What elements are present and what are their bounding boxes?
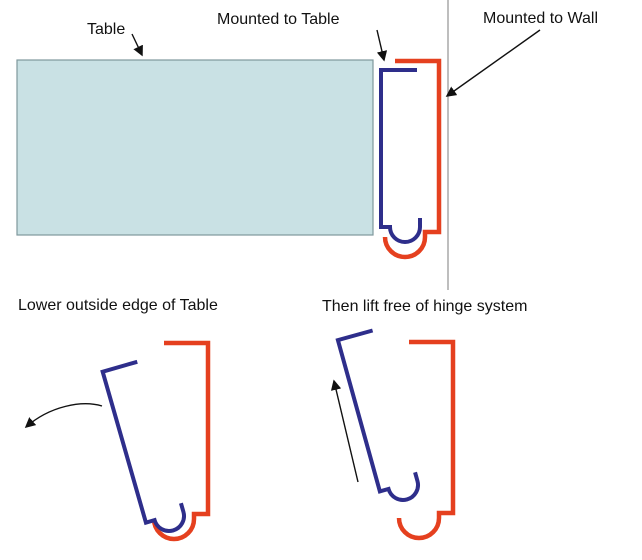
mounted-to-wall-label: Mounted to Wall <box>483 10 599 27</box>
mounted-to-table-label: Mounted to Table <box>217 11 340 28</box>
table-label: Table <box>87 21 126 38</box>
mounted-to-table-pointer-arrow-icon <box>376 29 388 62</box>
mounted-to-wall-pointer-arrow-icon <box>445 29 541 97</box>
step-lower-label: Lower outside edge of Table <box>18 297 218 314</box>
table-bracket-step-lower <box>100 358 190 540</box>
lower-motion-arrow-icon <box>24 403 103 429</box>
table-pointer-arrow-icon <box>131 33 143 57</box>
lift-motion-arrow-icon <box>330 379 359 483</box>
table-bracket-step-lift <box>335 327 424 508</box>
step-lift-label: Then lift free of hinge system <box>322 298 528 315</box>
table-bracket-closed <box>379 68 422 244</box>
wall-bracket-step-lift <box>399 342 453 538</box>
table-surface <box>16 59 374 236</box>
wall-bracket-closed <box>385 61 439 257</box>
